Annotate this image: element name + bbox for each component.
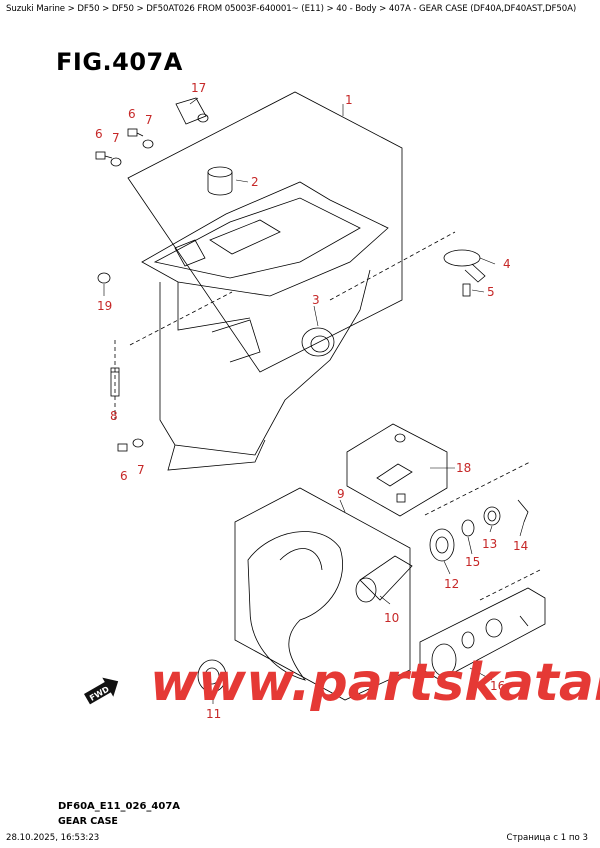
propeller-shaft-group-outline [234,487,411,701]
callout-4[interactable]: 4 [503,257,511,271]
part-18-outline [346,423,448,517]
callout-6-a[interactable]: 6 [95,127,103,141]
washer-7-upper-b [142,139,154,149]
bushing-2 [207,166,233,196]
part-16-drawing [431,615,529,677]
part-16-outline [419,587,546,681]
callout-1[interactable]: 1 [345,93,353,107]
ref-line-upper [129,291,233,346]
part-11-drawing [197,659,227,693]
callout-19[interactable]: 19 [97,299,112,313]
gear-12-drawing [429,528,455,562]
watermark-text: www.partskatalog.ru [150,653,600,713]
bolt-5-drawing [462,283,471,297]
page-indicator: Страница с 1 по 3 [506,833,588,843]
diagram-code: DF60A_E11_026_407A [58,801,181,812]
callout-11[interactable]: 11 [206,707,221,721]
callout-18[interactable]: 18 [456,461,471,475]
figure-title: FIG.407A [56,48,183,76]
part-18-drawing [376,433,413,503]
callout-15[interactable]: 15 [465,555,480,569]
ref-line-16 [479,569,541,601]
ref-line-13 [424,461,531,516]
ref-line-4 [329,231,456,301]
callout-8[interactable]: 8 [110,409,118,423]
bolt-8-drawing [110,367,120,397]
callout-17[interactable]: 17 [191,81,206,95]
gear-case-drawing [141,181,389,471]
callout-9[interactable]: 9 [337,487,345,501]
part-13-drawing [483,506,501,526]
callout-6-b[interactable]: 6 [128,107,136,121]
timestamp: 28.10.2025, 16:53:23 [6,833,100,843]
bolt-6-upper [95,151,113,160]
gear-case-group-outline [127,91,403,373]
callout-16[interactable]: 16 [490,679,505,693]
part-19-drawing [97,272,111,284]
callout-2[interactable]: 2 [251,175,259,189]
part-17-drawing [175,97,209,125]
washer-7-lower [132,438,144,448]
callout-7-c[interactable]: 7 [137,463,145,477]
diagram-name: GEAR CASE [58,816,118,827]
callout-7-b[interactable]: 7 [145,113,153,127]
callout-3[interactable]: 3 [312,293,320,307]
callout-13[interactable]: 13 [482,537,497,551]
seal-3-drawing [301,327,335,357]
callout-6-c[interactable]: 6 [120,469,128,483]
propeller-drawing [247,531,343,681]
part-10-drawing [355,555,413,603]
bolt-6-lower [117,443,128,452]
bolt-6-upper-b [127,128,144,137]
part-4-drawing [443,249,486,283]
washer-7-upper [110,157,122,167]
washer-15-drawing [461,519,475,537]
callout-12[interactable]: 12 [444,577,459,591]
callout-7-a[interactable]: 7 [112,131,120,145]
callout-10[interactable]: 10 [384,611,399,625]
callout-14[interactable]: 14 [513,539,528,553]
pin-14-drawing [517,499,529,523]
breadcrumb[interactable]: Suzuki Marine > DF50 > DF50 > DF50AT026 … [6,4,577,14]
fwd-arrow: FWD [84,677,119,705]
callout-5[interactable]: 5 [487,285,495,299]
